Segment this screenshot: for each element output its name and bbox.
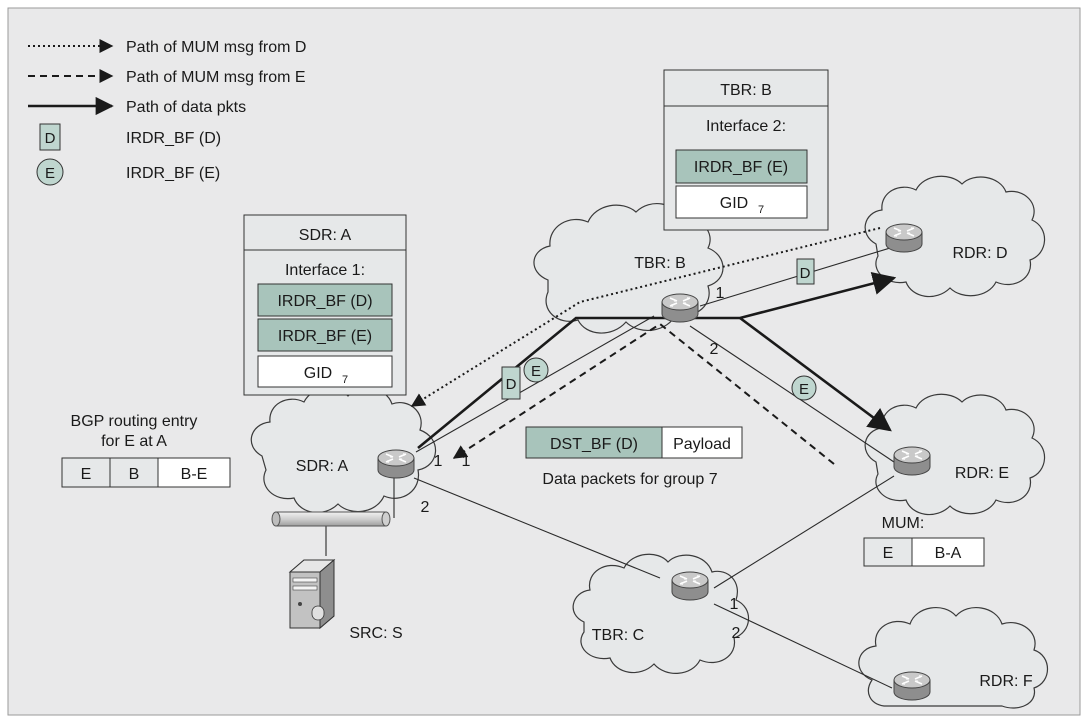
data-packet: DST_BF (D) Payload Data packets for grou…	[525, 426, 743, 488]
port-b-2: 2	[710, 341, 719, 358]
router-rdr-d	[885, 223, 923, 253]
label-rdr-f: RDR: F	[979, 673, 1033, 690]
legend-d-letter: D	[45, 130, 56, 147]
label-rdr-e: RDR: E	[955, 465, 1009, 482]
label-tbr-b: TBR: B	[634, 255, 686, 272]
label-src-s: SRC: S	[349, 625, 402, 642]
sdr-a-gid-sub: 7	[342, 374, 348, 386]
link-badge-e-ab-letter: E	[531, 363, 541, 380]
label-sdr-a: SDR: A	[296, 458, 349, 475]
legend-mum-e: Path of MUM msg from E	[126, 69, 306, 86]
link-a-b	[415, 315, 655, 453]
link-badge-d-ab	[501, 366, 521, 400]
packet-dst-bf: DST_BF (D)	[550, 436, 638, 453]
mum-cell-path: B-A	[935, 545, 962, 562]
cloud-tbr-c	[572, 553, 750, 674]
port-a-2: 2	[421, 499, 430, 516]
legend-mum-d: Path of MUM msg from D	[126, 39, 306, 56]
port-c-2: 2	[732, 625, 741, 642]
tbr-b-irdr-e: IRDR_BF (E)	[694, 159, 788, 176]
port-b-1: 1	[716, 285, 725, 302]
router-tbr-b	[661, 293, 699, 323]
bgp-title-line1: BGP routing entry	[71, 413, 198, 430]
sdr-a-table-title: SDR: A	[299, 227, 352, 244]
router-sdr-a	[377, 449, 415, 479]
link-a-c	[413, 477, 661, 579]
cloud-rdr-d	[864, 175, 1046, 298]
legend-e-text: IRDR_BF (E)	[126, 165, 220, 182]
mum-label: MUM:	[882, 515, 925, 532]
sdr-a-interface: Interface 1:	[285, 262, 365, 279]
bgp-title-line2: for E at A	[101, 433, 167, 450]
router-rdr-f	[893, 671, 931, 701]
tbr-b-table: TBR: B Interface 2: IRDR_BF (E) GID 7	[663, 69, 829, 231]
mum-path-from-e	[452, 322, 835, 465]
cloud-rdr-e	[864, 393, 1046, 516]
mum-message: MUM: E B-A	[863, 515, 985, 567]
network-links	[325, 247, 895, 689]
legend-d-text: IRDR_BF (D)	[126, 130, 221, 147]
link-badge-d-bd	[796, 258, 815, 285]
port-c-1: 1	[730, 596, 739, 613]
link-c-f	[713, 603, 893, 689]
link-b-d	[699, 247, 891, 307]
label-rdr-d: RDR: D	[952, 245, 1007, 262]
link-c-e	[713, 475, 895, 589]
link-badge-e-be	[791, 375, 817, 401]
tbr-b-table-title: TBR: B	[720, 82, 772, 99]
sdr-a-irdr-d: IRDR_BF (D)	[277, 293, 372, 310]
tbr-b-gid-sub: 7	[758, 204, 764, 216]
sdr-a-table: SDR: A Interface 1: IRDR_BF (D) IRDR_BF …	[243, 214, 407, 396]
router-rdr-e	[893, 446, 931, 476]
link-badge-e-ab	[523, 357, 549, 383]
legend: Path of MUM msg from D Path of MUM msg f…	[28, 39, 306, 186]
link-badge-d-ab-letter: D	[506, 376, 517, 393]
bgp-entry: BGP routing entry for E at A E B B-E	[61, 413, 231, 488]
tbr-b-gid: GID	[720, 195, 748, 212]
bgp-cell-dest: E	[81, 466, 92, 483]
tbr-b-interface: Interface 2:	[706, 118, 786, 135]
label-tbr-c: TBR: C	[592, 627, 644, 644]
legend-data-path: Path of data pkts	[126, 99, 246, 116]
lan-segment	[271, 511, 391, 527]
sdr-a-irdr-e: IRDR_BF (E)	[278, 328, 372, 345]
link-b-e	[689, 325, 895, 463]
server-icon	[288, 558, 336, 630]
mum-cell-dest: E	[883, 545, 894, 562]
router-tbr-c	[671, 571, 709, 601]
bgp-cell-path: B-E	[181, 466, 208, 483]
mum-path-from-d	[410, 227, 881, 407]
packet-caption: Data packets for group 7	[542, 471, 717, 488]
legend-d-badge	[39, 123, 61, 151]
link-badge-d-bd-letter: D	[800, 265, 811, 282]
port-arrow-a-1: 1	[462, 453, 471, 470]
port-a-1: 1	[434, 453, 443, 470]
link-badge-e-be-letter: E	[799, 381, 809, 398]
cloud-sdr-a	[250, 387, 437, 514]
data-packet-path	[417, 271, 897, 450]
bgp-cell-nexthop: B	[129, 466, 140, 483]
legend-e-letter: E	[45, 165, 55, 182]
packet-payload: Payload	[673, 436, 731, 453]
sdr-a-gid: GID	[304, 365, 332, 382]
legend-e-badge	[36, 158, 64, 186]
